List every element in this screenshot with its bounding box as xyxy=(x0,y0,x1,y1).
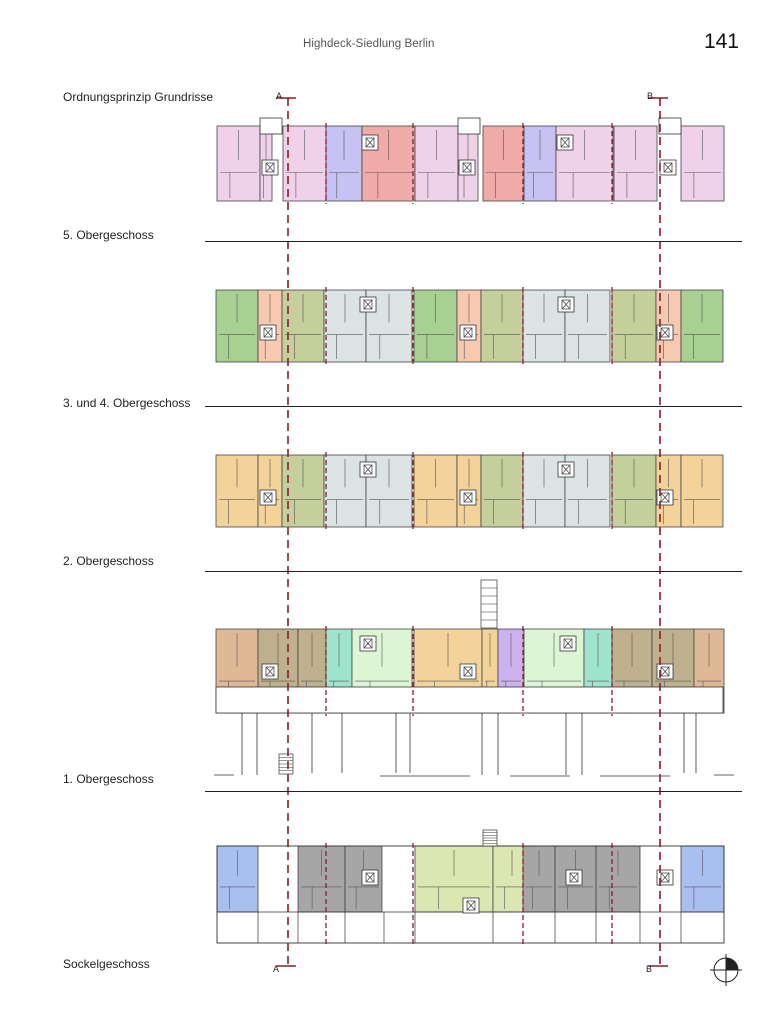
elevator-shaft-icon xyxy=(569,872,579,883)
elevator-shaft-icon xyxy=(365,137,375,148)
elevator-shaft-icon xyxy=(265,666,275,677)
elevator-cross xyxy=(462,162,472,173)
elevator-cross xyxy=(660,872,670,883)
floor-label-sockel: Sockelgeschoss xyxy=(63,957,154,971)
elevator-cross xyxy=(561,299,571,310)
compass-north-icon xyxy=(710,954,742,986)
elevator-shaft-icon xyxy=(363,638,373,649)
elevator-cross xyxy=(463,492,473,503)
elevator-shaft-icon xyxy=(363,464,373,475)
elevator-cross xyxy=(265,162,275,173)
elevator-shaft-icon xyxy=(560,137,570,148)
floor-label-2og: 2. Obergeschoss xyxy=(63,554,158,568)
floor-plan-f2 xyxy=(215,454,724,528)
elevator-shaft-icon xyxy=(660,327,670,338)
floor-divider xyxy=(205,241,742,242)
elevator-shaft-icon xyxy=(365,872,375,883)
elevator-shaft-icon xyxy=(263,492,273,503)
section-marker-b-bottom: B xyxy=(646,964,653,974)
elevator-shaft-icon xyxy=(363,299,373,310)
elevator-cross xyxy=(365,137,375,148)
elevator-shaft-icon xyxy=(462,162,472,173)
elevator-cross xyxy=(265,666,275,677)
elevator-shaft-icon xyxy=(563,638,573,649)
floor-divider xyxy=(205,571,742,572)
floor-divider xyxy=(205,791,742,792)
elevator-shaft-icon xyxy=(463,666,473,677)
floor-plan-f5 xyxy=(216,117,725,202)
elevator-shaft-icon xyxy=(660,666,670,677)
elevator-cross xyxy=(563,638,573,649)
floor-plan-f34 xyxy=(215,289,724,363)
roof-stair-housing xyxy=(457,117,481,135)
floor-plan-f1 xyxy=(214,579,734,777)
elevator-shaft-icon xyxy=(561,464,571,475)
roof-stair-housing xyxy=(658,117,682,135)
elevator-shaft-icon xyxy=(663,162,673,173)
section-title: Ordnungsprinzip Grundrisse xyxy=(63,90,218,104)
access-corridor xyxy=(215,686,724,714)
elevator-cross xyxy=(463,666,473,677)
compass-north-quadrant xyxy=(726,958,738,970)
elevator-cross xyxy=(560,137,570,148)
elevator-cross xyxy=(263,327,273,338)
floor-divider xyxy=(205,406,742,407)
elevator-shaft-icon xyxy=(263,327,273,338)
elevator-cross xyxy=(363,299,373,310)
elevator-shaft-icon xyxy=(265,162,275,173)
section-marker-a-bottom: A xyxy=(273,964,280,974)
elevator-shaft-icon xyxy=(561,299,571,310)
elevator-cross xyxy=(660,666,670,677)
roof-stair-housing xyxy=(259,117,283,135)
elevator-cross xyxy=(466,900,476,911)
elevator-cross xyxy=(363,464,373,475)
floor-label-1og: 1. Obergeschoss xyxy=(63,772,158,786)
elevator-shaft-icon xyxy=(463,327,473,338)
floor-label-5og: 5. Obergeschoss xyxy=(63,228,158,242)
elevator-cross xyxy=(263,492,273,503)
page-number: 141 xyxy=(703,30,739,53)
elevator-shaft-icon xyxy=(660,872,670,883)
elevator-shaft-icon xyxy=(466,900,476,911)
elevator-cross xyxy=(663,162,673,173)
elevator-cross xyxy=(463,327,473,338)
elevator-cross xyxy=(660,327,670,338)
elevator-cross xyxy=(363,638,373,649)
running-title: Highdeck-Siedlung Berlin xyxy=(303,38,435,50)
elevator-cross xyxy=(569,872,579,883)
elevator-cross xyxy=(365,872,375,883)
section-marker-a-top: A xyxy=(276,91,283,101)
floor-label-3-4og: 3. und 4. Obergeschoss xyxy=(63,396,195,410)
plinth-outline xyxy=(216,845,725,944)
floor-plan-sg xyxy=(216,829,725,944)
section-marker-b-top: B xyxy=(647,91,654,101)
apartment-unit xyxy=(482,125,525,202)
elevator-cross xyxy=(561,464,571,475)
elevator-shaft-icon xyxy=(660,492,670,503)
elevator-cross xyxy=(660,492,670,503)
elevator-shaft-icon xyxy=(463,492,473,503)
